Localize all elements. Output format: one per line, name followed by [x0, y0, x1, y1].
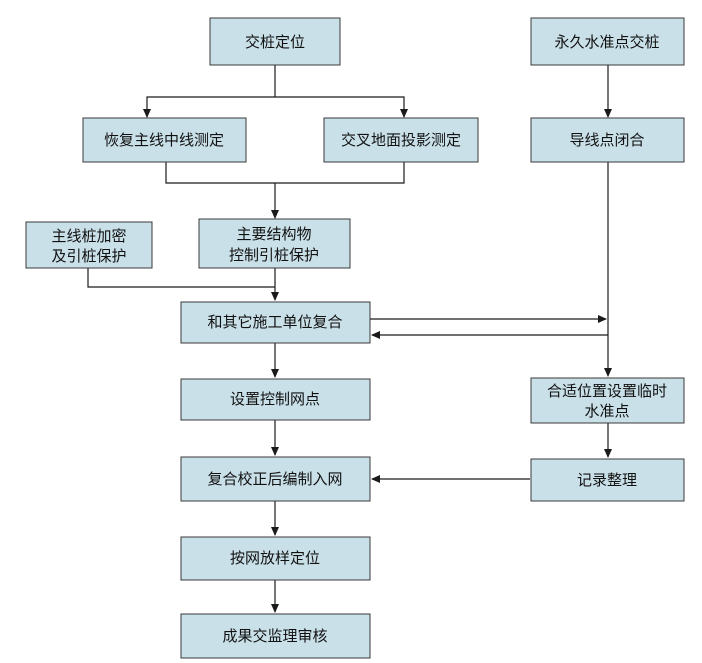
node-shuizhun: 永久水准点交桩	[530, 17, 685, 66]
node-huifu-label-1: 恢复主线中线测定	[104, 131, 224, 149]
node-shezhi: 设置控制网点	[180, 378, 371, 421]
node-linshi-label-2: 水准点	[584, 402, 629, 420]
edge-to-jiaocha	[275, 96, 408, 118]
node-fangyang: 按网放样定位	[180, 536, 371, 581]
node-shezhi-label-1: 设置控制网点	[230, 390, 320, 408]
edge-merge-huifu	[165, 162, 275, 184]
node-jilu-label-1: 记录整理	[577, 471, 637, 489]
node-fangyang-label-1: 按网放样定位	[230, 549, 320, 567]
node-daoxian: 导线点闭合	[530, 117, 685, 163]
edge-to-huifu	[143, 96, 275, 118]
node-huifu: 恢复主线中线测定	[82, 117, 247, 163]
node-jiami-label-1: 主线桩加密	[51, 227, 126, 245]
connectors	[87, 65, 612, 613]
node-jiaocha-label-1: 交叉地面投影测定	[341, 131, 461, 149]
node-jiami: 主线桩加密 及引桩保护	[25, 221, 153, 269]
node-zhuyao-label-2: 控制引桩保护	[229, 246, 319, 264]
node-bianzhi: 复合校正后编制入网	[180, 456, 371, 502]
node-jiaozhuang-label-1: 交桩定位	[245, 33, 305, 51]
node-linshi: 合适位置设置临时 水准点	[530, 377, 685, 424]
node-zhuyao-label-1: 主要结构物	[236, 225, 311, 243]
node-fuhe-label-1: 和其它施工单位复合	[207, 313, 342, 331]
edge-merge-jiaocha	[275, 162, 405, 184]
node-fuhe: 和其它施工单位复合	[180, 301, 371, 344]
node-jiaozhuang: 交桩定位	[209, 17, 341, 66]
node-chengguo-label-1: 成果交监理审核	[222, 627, 327, 645]
node-jiaocha: 交叉地面投影测定	[323, 117, 479, 163]
node-jilu: 记录整理	[530, 458, 685, 502]
node-linshi-label-1: 合适位置设置临时	[547, 382, 667, 400]
node-chengguo: 成果交监理审核	[180, 613, 371, 659]
edge-jiami-merge	[87, 268, 275, 288]
node-zhuyao: 主要结构物 控制引桩保护	[198, 218, 351, 269]
node-jiami-label-2: 及引桩保护	[51, 247, 126, 265]
node-daoxian-label-1: 导线点闭合	[569, 131, 644, 149]
node-bianzhi-label-1: 复合校正后编制入网	[207, 470, 342, 488]
node-shuizhun-label-1: 永久水准点交桩	[554, 33, 659, 51]
